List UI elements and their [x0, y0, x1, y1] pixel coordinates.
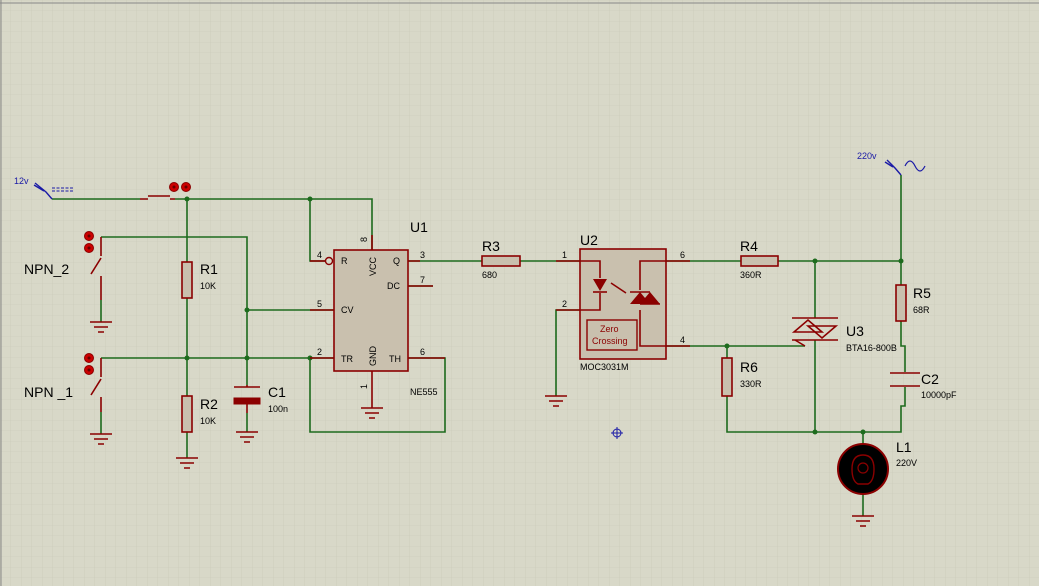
resistor-r4[interactable]: R4 360R — [740, 238, 779, 280]
u1-pinnum-8: 8 — [359, 237, 369, 242]
terminal-12v-label: 12v — [14, 176, 29, 186]
r5-value: 68R — [913, 305, 930, 315]
switch-npn1[interactable]: NPN _1 — [24, 353, 112, 445]
u1-pinnum-4: 4 — [317, 250, 322, 260]
u1-ref: U1 — [410, 219, 428, 235]
u2-zc-line2: Crossing — [592, 336, 628, 346]
u2-pinnum-2: 2 — [562, 299, 567, 309]
switch-npn2[interactable]: NPN_2 — [24, 231, 112, 333]
junctions — [184, 196, 904, 435]
r4-ref: R4 — [740, 238, 758, 254]
u1-pinnum-1: 1 — [359, 384, 369, 389]
main-switch[interactable] — [140, 182, 191, 200]
ground-u2 — [545, 395, 567, 407]
c2-value: 10000pF — [921, 390, 957, 400]
l1-ref: L1 — [896, 439, 912, 455]
r2-ref: R2 — [200, 396, 218, 412]
resistor-r2[interactable]: R2 10K — [176, 395, 218, 469]
r5-ref: R5 — [913, 285, 931, 301]
u1-pin-gnd: GND — [368, 346, 378, 367]
u2-zc-line1: Zero — [600, 324, 619, 334]
r1-value: 10K — [200, 281, 216, 291]
origin-marker — [611, 427, 623, 439]
npn2-label: NPN_2 — [24, 261, 69, 277]
c2-ref: C2 — [921, 371, 939, 387]
resistor-r5[interactable]: R5 68R — [895, 284, 931, 322]
u1-pin-dc: DC — [387, 281, 400, 291]
u1-pin-q: Q — [393, 256, 400, 266]
u3-part: BTA16-800B — [846, 343, 897, 353]
r6-ref: R6 — [740, 359, 758, 375]
r4-value: 360R — [740, 270, 762, 280]
u2-pinnum-6: 6 — [680, 250, 685, 260]
capacitor-c2[interactable]: C2 10000pF — [890, 371, 957, 400]
r3-ref: R3 — [482, 238, 500, 254]
u2-pinnum-4: 4 — [680, 335, 685, 345]
u1-pinnum-6: 6 — [420, 347, 425, 357]
ic-u1-ne555[interactable]: U1 NE555 R CV TR Q DC TH VCC GND 4 5 2 3… — [310, 219, 445, 419]
u2-part: MOC3031M — [580, 362, 629, 372]
u2-ref: U2 — [580, 232, 598, 248]
c1-ref: C1 — [268, 384, 286, 400]
r1-ref: R1 — [200, 261, 218, 277]
capacitor-c1[interactable]: C1 100n — [233, 384, 288, 443]
u1-pin-vcc: VCC — [368, 256, 378, 276]
u1-pinnum-7: 7 — [420, 275, 425, 285]
terminal-220v[interactable]: 220v — [857, 151, 926, 176]
l1-value: 220V — [896, 458, 917, 468]
resistor-r6[interactable]: R6 330R — [721, 357, 762, 397]
r2-value: 10K — [200, 416, 216, 426]
u1-pin-th: TH — [389, 354, 401, 364]
u1-pinnum-5: 5 — [317, 299, 322, 309]
u1-pin-tr: TR — [341, 354, 353, 364]
r6-value: 330R — [740, 379, 762, 389]
terminal-220v-label: 220v — [857, 151, 877, 161]
u1-pin-r: R — [341, 256, 348, 266]
c1-value: 100n — [268, 404, 288, 414]
terminal-12v[interactable]: 12v — [14, 176, 74, 200]
optocoupler-u2-moc3031m[interactable]: U2 MOC3031M 1 2 6 4 Zero Crossing — [556, 232, 690, 372]
resistor-r1[interactable]: R1 10K — [181, 261, 218, 299]
resistor-r3[interactable]: R3 680 — [481, 238, 521, 280]
u1-pinnum-3: 3 — [420, 250, 425, 260]
triac-u3[interactable]: U3 BTA16-800B — [791, 317, 897, 353]
u2-pinnum-1: 1 — [562, 250, 567, 260]
lamp-l1[interactable]: L1 220V — [837, 439, 917, 527]
u1-part: NE555 — [410, 387, 438, 397]
u1-pinnum-2: 2 — [317, 347, 322, 357]
u1-pin-cv: CV — [341, 305, 354, 315]
r3-value: 680 — [482, 270, 497, 280]
npn1-label: NPN _1 — [24, 384, 73, 400]
u3-ref: U3 — [846, 323, 864, 339]
